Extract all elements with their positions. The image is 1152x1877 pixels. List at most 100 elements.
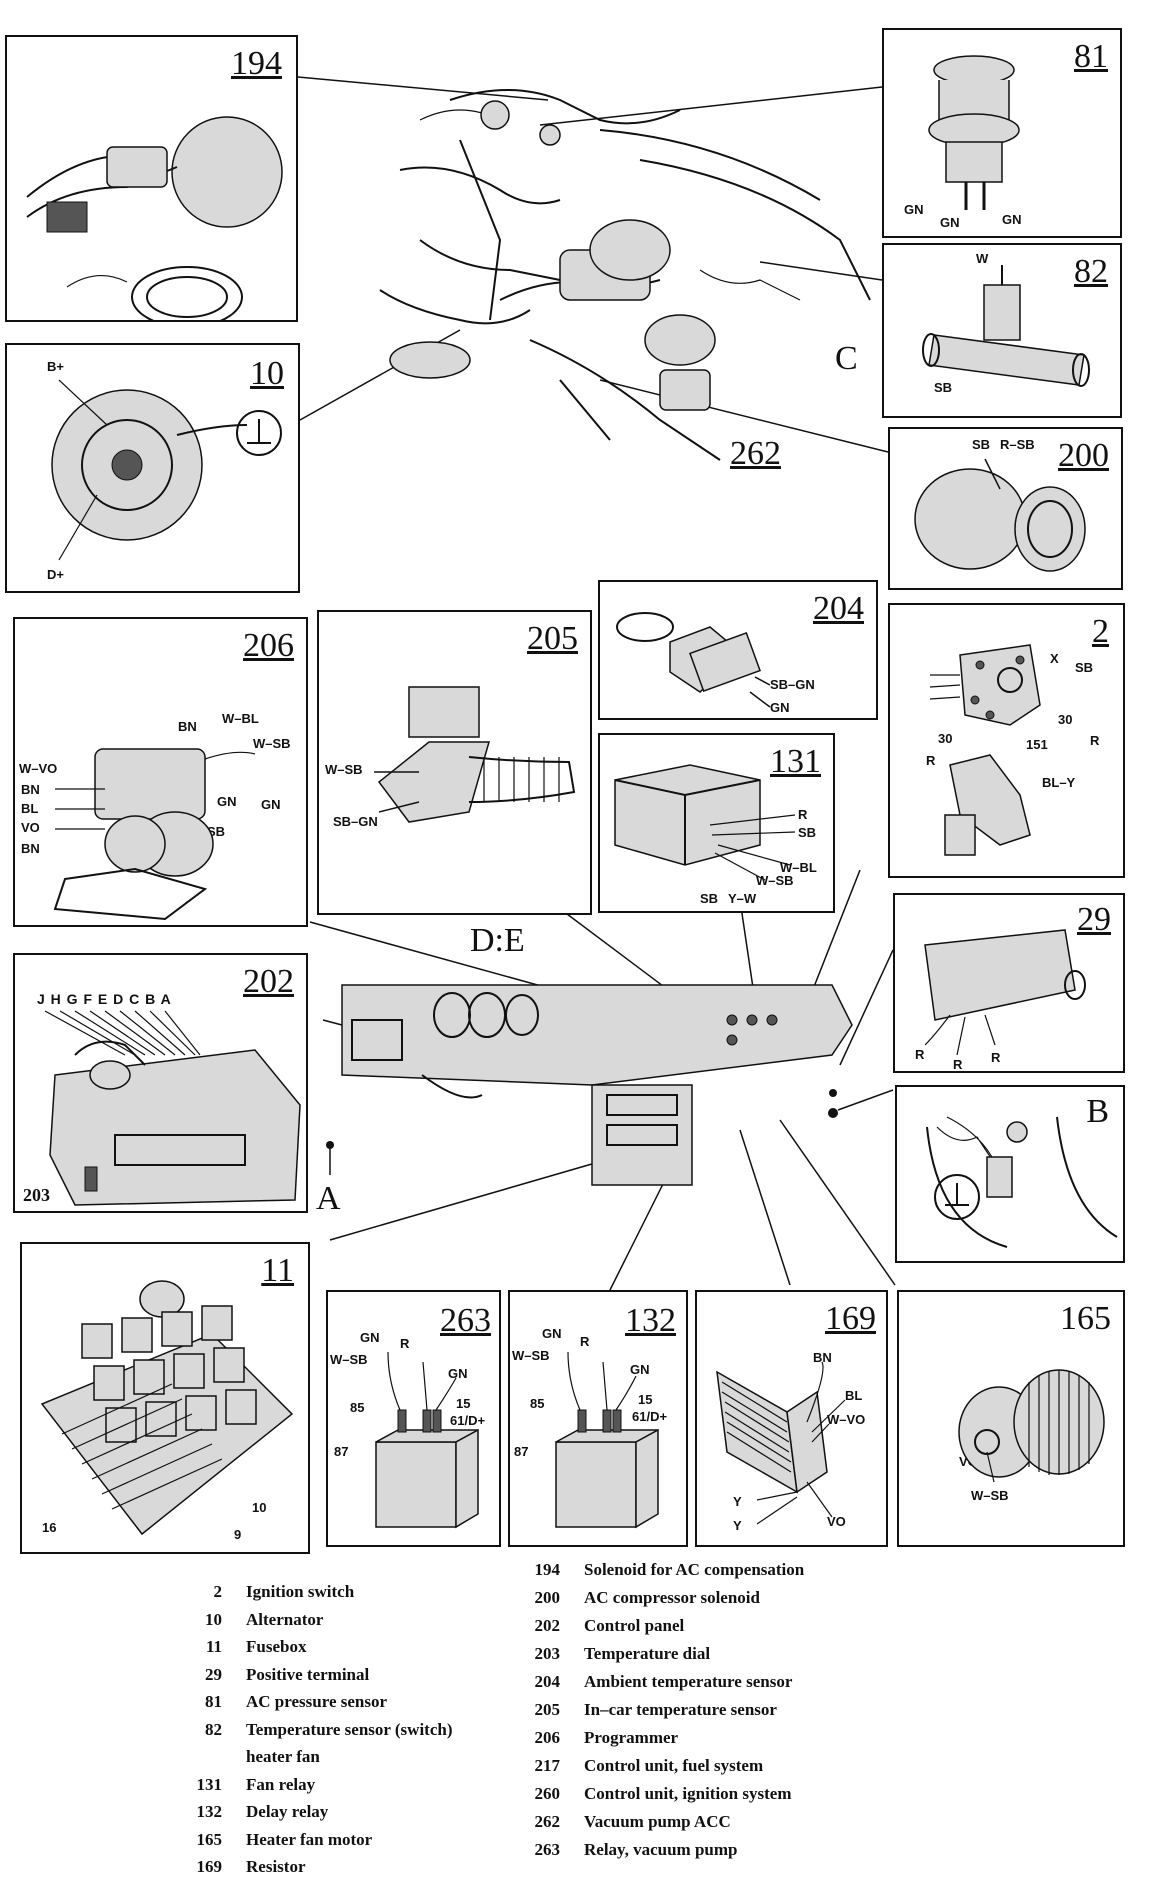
relay-block (105, 1407, 137, 1443)
panel-2-number: 2 (1092, 613, 1109, 650)
relay-block (93, 1365, 125, 1401)
legend-item-text: Alternator (246, 1609, 324, 1629)
label-9: 9 (234, 1527, 242, 1542)
panel-132: 132 GN R W–SB GN 85 15 61/D+ 87 (508, 1290, 688, 1547)
legend-item-text: Temperature dial (584, 1644, 711, 1663)
label-bl: BL (21, 801, 39, 816)
label-87: 87 (334, 1444, 349, 1459)
callout-262: 262 (730, 435, 781, 472)
panel-169-number: 169 (825, 1300, 876, 1337)
panel-200: 200 SB R–SB (888, 427, 1123, 590)
legend-item-text: Fan relay (246, 1774, 316, 1794)
label-85: 85 (530, 1396, 545, 1411)
callout-d-e: D:E (470, 922, 525, 959)
panel-206-number: 206 (243, 627, 294, 664)
label-w-sb: W–SB (325, 762, 363, 777)
label-61-d: 61/D+ (450, 1413, 486, 1428)
legend-item-text: Relay, vacuum pump (584, 1840, 738, 1859)
panel-204: 204 SB–GN GN (598, 580, 878, 720)
legend-item-number: 194 (534, 1560, 561, 1579)
label-151: 151 (1026, 737, 1048, 752)
label-w-bl: W–BL (780, 860, 817, 875)
panel-202: 202 J H G F E D C B A 203 (13, 953, 308, 1213)
legend-item-number: 131 (196, 1774, 223, 1794)
panel-81: 81 GN GN GN (882, 28, 1122, 238)
label-10: 10 (252, 1500, 267, 1515)
legend-item-text: Temperature sensor (switch) (246, 1719, 453, 1739)
callout-c: C (835, 340, 858, 377)
panel-11: 11 16 9 10 (20, 1242, 310, 1554)
label-r: R (580, 1334, 590, 1349)
label-r-1: R (915, 1047, 925, 1062)
legend-item-text: Ignition switch (246, 1582, 355, 1601)
legend-item-text: Resistor (246, 1857, 306, 1876)
label-30-left: 30 (938, 731, 953, 746)
legend-item-number: 206 (534, 1728, 561, 1747)
relay-block (213, 1347, 245, 1383)
panel-11-number: 11 (261, 1252, 294, 1289)
label-sb-bottom: SB (700, 891, 719, 906)
panel-204-number: 204 (813, 590, 864, 627)
label-85: 85 (350, 1400, 365, 1415)
legend-item-number: 260 (534, 1784, 561, 1803)
panel-131-number: 131 (770, 743, 821, 780)
label-x: X (1050, 651, 1059, 666)
panel-b: B (895, 1085, 1125, 1263)
label-bn: BN (813, 1350, 832, 1365)
label-y-1: Y (733, 1494, 742, 1509)
legend-item-number: 205 (534, 1700, 561, 1719)
legend-item-text: Control panel (584, 1616, 685, 1635)
label-gn-2: GN (261, 797, 281, 812)
label-r-left: R (926, 753, 936, 768)
ground-symbol (236, 410, 282, 456)
legend-item-text: Control unit, ignition system (584, 1784, 792, 1803)
legend-item-number: 82 (205, 1719, 222, 1739)
relay-block (161, 1311, 193, 1347)
label-w: W (976, 251, 989, 266)
relay-block (133, 1359, 165, 1395)
legend-item-text: Solenoid for AC compensation (584, 1560, 805, 1579)
dashboard-drawing (312, 945, 872, 1195)
legend-item-text: In–car temperature sensor (584, 1700, 777, 1719)
label-w-vo: W–VO (19, 761, 58, 776)
panel-194-number: 194 (231, 45, 282, 82)
label-gn-right: GN (630, 1362, 650, 1377)
label-w-sb: W–SB (330, 1352, 368, 1367)
panel-29: 29 R R R (893, 893, 1125, 1073)
panel-202-number: 202 (243, 963, 294, 1000)
panel-29-number: 29 (1077, 901, 1111, 938)
legend-item-number: 217 (534, 1756, 561, 1775)
panel-10-number: 10 (250, 355, 284, 392)
legend-item-number: 81 (205, 1692, 222, 1711)
label-sb: SB (1075, 660, 1094, 675)
legend-item-number: 2 (213, 1582, 223, 1601)
label-sb: SB (934, 380, 953, 395)
label-bn-top: BN (178, 719, 197, 734)
panel-206: 206 BN W–BL W–SB W–VO BN BL VO BN GN GN … (13, 617, 308, 927)
relay-block (201, 1305, 233, 1341)
panel-169: 169 BN BL W–VO Y Y VO (695, 1290, 888, 1547)
label-r: R (400, 1336, 410, 1351)
legend-item-text: Heater fan motor (246, 1829, 373, 1849)
legend-item-text: AC compressor solenoid (584, 1588, 760, 1607)
label-w-vo: W–VO (827, 1412, 866, 1427)
legend-item-text: AC pressure sensor (246, 1692, 388, 1711)
legend-item-text: heater fan (246, 1747, 320, 1766)
label-bl: BL (845, 1388, 863, 1403)
legend-item-number: 202 (534, 1616, 561, 1635)
label-gn-right: GN (448, 1366, 468, 1381)
label-gn-3: GN (1002, 212, 1022, 227)
label-16: 16 (42, 1520, 57, 1535)
panel-165: 165 VO W–SB (897, 1290, 1125, 1547)
label-61-d: 61/D+ (632, 1409, 668, 1424)
label-w-sb: W–SB (756, 873, 794, 888)
label-sb-gn: SB–GN (333, 814, 378, 829)
legend-item-number: 11 (205, 1637, 222, 1656)
label-bn: BN (21, 782, 40, 797)
panel-165-number: 165 (1060, 1300, 1111, 1337)
panel-81-number: 81 (1074, 38, 1108, 75)
label-30-right: 30 (1058, 712, 1073, 727)
legend-item-number: 263 (534, 1840, 561, 1859)
panel-132-number: 132 (625, 1302, 676, 1339)
